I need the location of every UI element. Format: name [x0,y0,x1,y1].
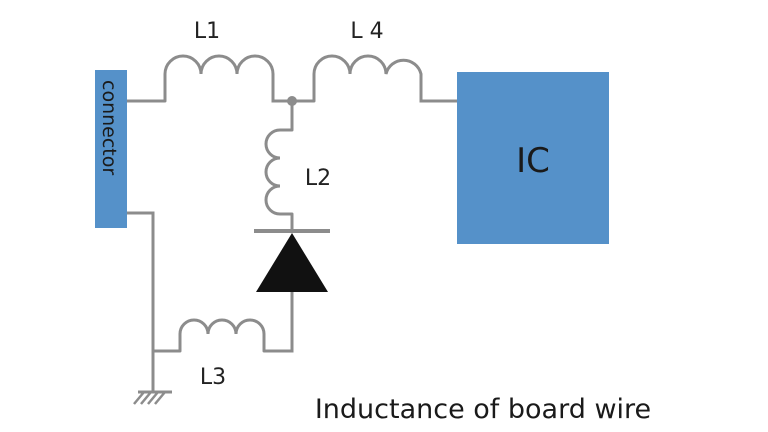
wire-connector-ground [127,211,155,392]
label-l3: L3 [200,365,226,390]
inductor-l1 [163,54,275,103]
label-l1: L1 [194,19,220,44]
wire-l1-to-junction [271,74,314,103]
inductor-l3 [178,318,266,353]
wire-diode-to-l3 [264,292,294,353]
label-l4: L 4 [350,19,383,44]
caption: Inductance of board wire [315,394,651,425]
ic-label: IC [516,141,550,181]
ground-icon [133,390,172,405]
diode-symbol [256,233,328,292]
inductor-l2 [264,128,294,216]
connector-block [95,70,127,228]
wire-l4-to-ic [419,74,457,103]
label-l2: L2 [305,166,331,191]
connector-label: connector [98,80,120,175]
ic-block [457,72,609,244]
inductor-l4 [312,54,423,103]
